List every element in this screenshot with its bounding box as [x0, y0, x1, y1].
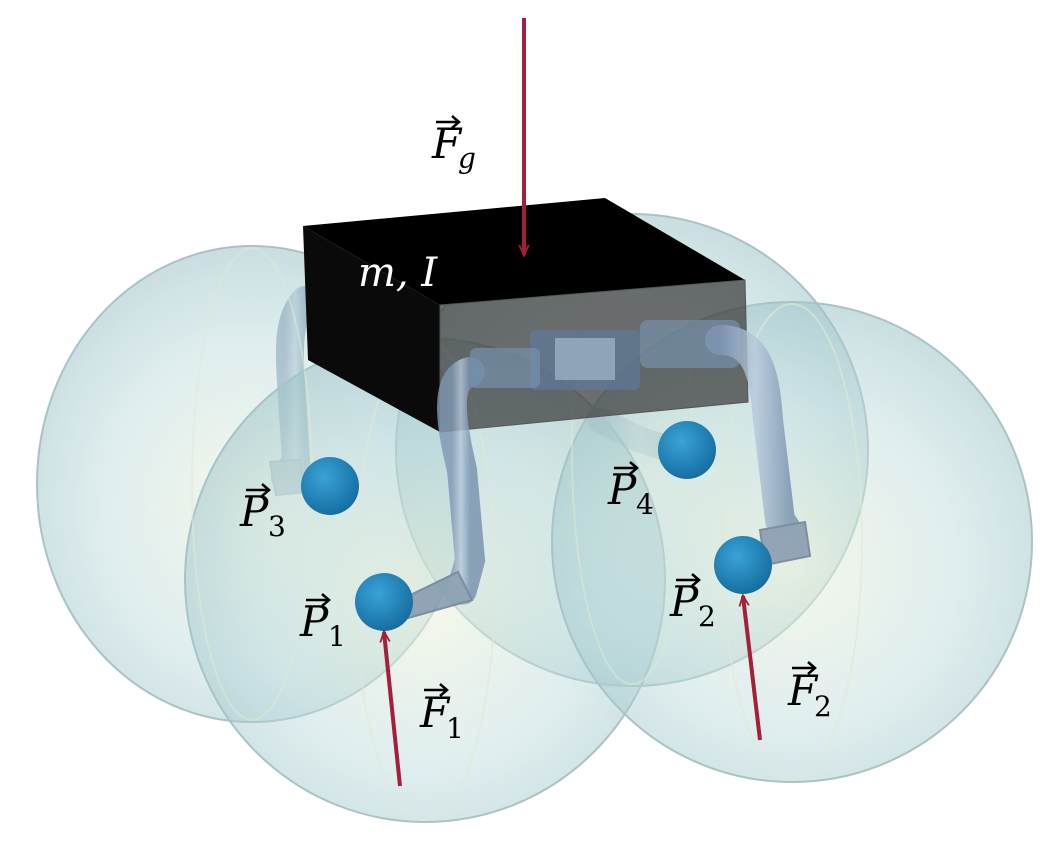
foot-point-subscript-4: 4 [636, 488, 654, 521]
foot-point-symbol-3: P [239, 487, 269, 536]
foot-points [301, 421, 772, 631]
vector-arrow-icon [436, 115, 461, 129]
force-arrows [384, 18, 762, 787]
vector-arrow-icon [676, 573, 701, 587]
body-left-face [303, 226, 440, 432]
foot-point-3 [301, 457, 359, 515]
force-symbol-2: F [787, 666, 819, 715]
foot-point-label-3: P 3 [239, 483, 286, 543]
force-arrow-2 [743, 596, 762, 741]
force-arrow-1 [384, 632, 402, 787]
front-leg-right [705, 325, 812, 567]
gravity-force-symbol: F [431, 119, 463, 168]
foot-point-symbol-4: P [607, 465, 637, 514]
force-label-2: F 2 [787, 661, 832, 723]
force-subscript-1: 1 [446, 712, 464, 745]
foot-point-1 [355, 573, 413, 631]
foot-point-symbol-1: P [299, 597, 329, 646]
foot-point-subscript-3: 3 [268, 510, 286, 543]
gravity-force-subscript: g [458, 142, 476, 175]
foot-point-subscript-1: 1 [328, 620, 346, 653]
vector-arrow-icon [792, 661, 817, 675]
foot-point-subscript-2: 2 [698, 600, 716, 633]
vector-arrow-icon [246, 483, 271, 497]
foot-point-label-2: P 2 [669, 573, 716, 633]
foot-point-symbol-2: P [669, 577, 699, 626]
vector-arrow-icon [614, 461, 639, 475]
robot-body [303, 198, 749, 433]
force-symbol-1: F [419, 688, 451, 737]
foot-point-4 [658, 421, 716, 479]
gravity-force-label: F g [431, 115, 476, 175]
vector-arrow-icon [424, 683, 449, 697]
vector-arrow-icon [306, 593, 331, 607]
force-subscript-2: 2 [814, 690, 832, 723]
body-mass-inertia-label: m, I [358, 250, 438, 296]
foot-point-label-1: P 1 [299, 593, 346, 653]
force-label-1: F 1 [419, 683, 464, 745]
foot-point-2 [714, 536, 772, 594]
foot-point-label-4: P 4 [607, 461, 654, 521]
